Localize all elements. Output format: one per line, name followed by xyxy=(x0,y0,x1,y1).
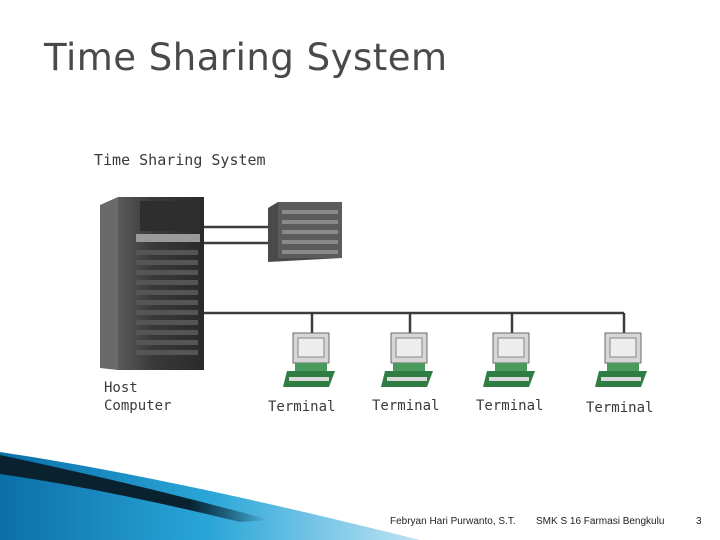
terminal-label-4: Terminal xyxy=(586,400,653,416)
footer-author: Febryan Hari Purwanto, S.T. xyxy=(390,516,516,527)
terminal-label-1: Terminal xyxy=(268,399,335,415)
terminal-label-2: Terminal xyxy=(372,398,439,414)
network-wires xyxy=(204,225,626,335)
footer-school: SMK S 16 Farmasi Bengkulu xyxy=(536,516,665,527)
host-computer xyxy=(100,197,204,370)
terminal-1 xyxy=(283,332,335,387)
terminal-2 xyxy=(381,332,433,387)
diagram-caption: Time Sharing System xyxy=(94,151,266,169)
terminal-3 xyxy=(483,332,535,387)
corner-swoosh-decoration xyxy=(0,452,420,540)
slide-title: Time Sharing System xyxy=(44,36,448,79)
host-label-line1: Host xyxy=(104,380,138,396)
terminal-label-3: Terminal xyxy=(476,398,543,414)
host-label-line2: Computer xyxy=(104,398,171,414)
terminal-4 xyxy=(595,332,647,387)
footer-page-number: 3 xyxy=(696,516,702,527)
storage-unit xyxy=(268,202,342,262)
